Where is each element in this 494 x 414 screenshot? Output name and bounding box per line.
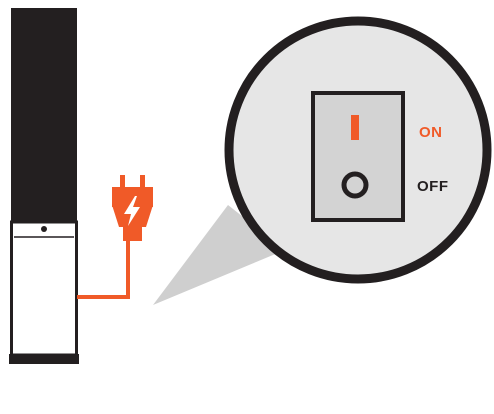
power-plug-icon bbox=[112, 175, 153, 241]
plug-neck bbox=[123, 227, 142, 241]
plug-prong-left bbox=[120, 175, 125, 187]
device-top-panel bbox=[11, 8, 77, 222]
power-cable bbox=[77, 240, 128, 297]
device-base bbox=[9, 354, 79, 364]
switch-on-mark bbox=[351, 115, 359, 140]
off-label: OFF bbox=[417, 178, 449, 195]
magnifier: ON OFF bbox=[229, 21, 487, 279]
plug-prong-right bbox=[140, 175, 145, 187]
rocker-switch bbox=[313, 93, 403, 220]
device-indicator-dot bbox=[41, 226, 47, 232]
on-label: ON bbox=[419, 124, 443, 141]
device-tower bbox=[9, 8, 79, 364]
device-bottom-panel bbox=[12, 222, 77, 355]
